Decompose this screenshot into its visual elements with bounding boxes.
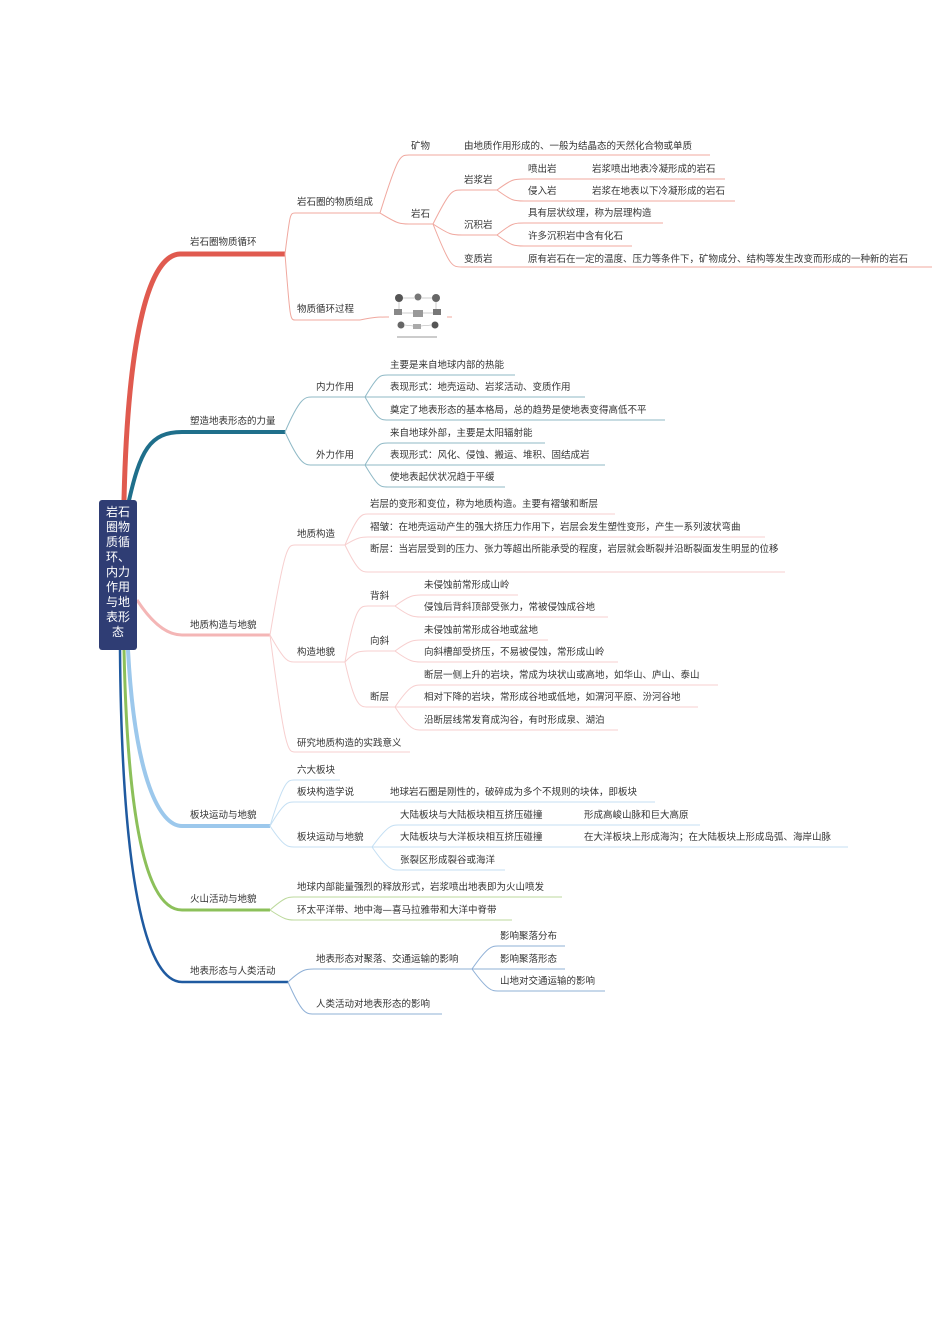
node-surface-impact: 地表形态对聚落、交通运输的影响 (316, 954, 459, 965)
node-continental-collision-result: 形成高峻山脉和巨大高原 (584, 810, 689, 821)
node-sedimentary: 沉积岩 (464, 220, 493, 231)
node-continental-collision: 大陆板块与大陆板块相互挤压碰撞 (400, 810, 543, 821)
node-exogenic-2: 表现形式：风化、侵蚀、搬运、堆积、固结成岩 (390, 450, 590, 461)
node-endogenic-1: 主要是来自地球内部的热能 (390, 360, 505, 371)
node-settlement-distribution: 影响聚落分布 (500, 931, 558, 942)
root-node: 岩石圈物质循环、内力作用与地表形态 (99, 500, 137, 650)
node-oceanic-collision-result: 在大洋板块上形成海沟；在大陆板块上形成岛弧、海岸山脉 (584, 832, 832, 843)
node-geologic-structure-1: 岩层的变形和变位，称为地质构造。主要有褶皱和断层 (370, 499, 599, 510)
node-shaping-forces: 塑造地表形态的力量 (190, 416, 276, 427)
node-plate-motion: 板块运动与地貌 (297, 832, 364, 843)
node-rock-cycle: 岩石圈物质循环 (190, 237, 257, 248)
node-plate-tectonics-desc: 地球岩石圈是刚性的，破碎成为多个不规则的块体，即板块 (390, 787, 638, 798)
node-intrusive-desc: 岩浆在地表以下冷凝形成的岩石 (592, 186, 726, 197)
node-syncline-2: 向斜槽部受挤压，不易被侵蚀，常形成山岭 (424, 647, 605, 658)
node-fault: 断层 (370, 692, 390, 703)
branch-connector-1 (121, 251, 285, 501)
root-node-label: 岩石圈物质循环、内力作用与地表形态 (105, 505, 130, 639)
node-volcano-landform: 火山活动与地貌 (190, 894, 257, 905)
node-intrusive: 侵入岩 (528, 186, 557, 197)
node-syncline-1: 未侵蚀前常形成谷地或盆地 (424, 625, 539, 636)
node-geologic-structure-landform: 地质构造与地貌 (190, 620, 257, 631)
node-fault-3: 沿断层线常发育成沟谷，有时形成泉、湖泊 (424, 715, 605, 726)
node-plate-motion-landform: 板块运动与地貌 (190, 810, 257, 821)
node-exogenic: 外力作用 (316, 450, 355, 461)
node-geologic-structure-3: 断层：当岩层受到的压力、张力等超出所能承受的程度，岩层就会断裂并沿断裂面发生明显… (370, 544, 779, 555)
node-endogenic: 内力作用 (316, 382, 355, 393)
branch-connector-4 (126, 649, 270, 828)
branch-connector-2 (126, 430, 285, 506)
node-material-cycle: 物质循环过程 (297, 304, 355, 315)
node-metamorphic-desc: 原有岩石在一定的温度、压力等条件下，矿物成分、结构等发生改变而形成的一种新的岩石 (528, 254, 909, 265)
node-human-impact: 人类活动对地表形态的影响 (316, 999, 431, 1010)
node-anticline-2: 侵蚀后背斜顶部受张力，常被侵蚀成谷地 (424, 602, 596, 613)
node-anticline: 背斜 (370, 591, 390, 602)
node-oceanic-collision: 大陆板块与大洋板块相互挤压碰撞 (400, 832, 543, 843)
rock-cycle-thumbnail (389, 291, 447, 343)
branch-connector-3 (135, 599, 270, 637)
node-six-plates: 六大板块 (297, 765, 336, 776)
node-fault-1: 断层一侧上升的岩块，常成为块状山或高地，如华山、庐山、泰山 (424, 670, 700, 681)
node-geologic-structure: 地质构造 (297, 529, 336, 540)
node-plate-tectonics: 板块构造学说 (297, 787, 355, 798)
node-anticline-1: 未侵蚀前常形成山岭 (424, 580, 510, 591)
node-geologic-structure-2: 褶皱：在地壳运动产生的强大挤压力作用下，岩层会发生塑性变形，产生一系列波状弯曲 (370, 522, 741, 533)
node-mountain-transport: 山地对交通运输的影响 (500, 976, 596, 987)
node-volcano-1: 地球内部能量强烈的释放形式，岩浆喷出地表即为火山喷发 (297, 882, 545, 893)
node-metamorphic: 变质岩 (464, 254, 493, 265)
node-mineral: 矿物 (411, 141, 431, 152)
node-fault-2: 相对下降的岩块，常形成谷地或低地，如渭河平原、汾河谷地 (424, 692, 681, 703)
node-sedimentary-desc-2: 许多沉积岩中含有化石 (528, 231, 624, 242)
node-extrusive: 喷出岩 (528, 164, 557, 175)
branch-connector-6 (118, 649, 288, 984)
node-extrusive-desc: 岩浆喷出地表冷凝形成的岩石 (592, 164, 716, 175)
node-rock: 岩石 (411, 209, 431, 220)
node-lithosphere-composition: 岩石圈的物质组成 (297, 197, 374, 208)
node-syncline: 向斜 (370, 636, 390, 647)
node-endogenic-3: 奠定了地表形态的基本格局，总的趋势是使地表变得高低不平 (390, 405, 647, 416)
node-surface-human: 地表形态与人类活动 (190, 966, 276, 977)
node-exogenic-3: 使地表起伏状况趋于平缓 (390, 472, 495, 483)
node-endogenic-2: 表现形式：地壳运动、岩浆活动、变质作用 (390, 382, 571, 393)
node-mineral-desc: 由地质作用形成的、一般为结晶态的天然化合物或单质 (464, 141, 693, 152)
node-practical-significance: 研究地质构造的实践意义 (297, 738, 402, 749)
node-settlement-form: 影响聚落形态 (500, 954, 558, 965)
node-rift: 张裂区形成裂谷或海洋 (400, 855, 496, 866)
node-tectonic-landform: 构造地貌 (297, 647, 336, 658)
node-volcano-2: 环太平洋带、地中海—喜马拉雅带和大洋中脊带 (297, 905, 497, 916)
node-igneous: 岩浆岩 (464, 175, 493, 186)
node-exogenic-1: 来自地球外部，主要是太阳辐射能 (390, 428, 533, 439)
node-sedimentary-desc-1: 具有层状纹理，称为层理构造 (528, 208, 652, 219)
branch-connector-5 (122, 649, 270, 912)
